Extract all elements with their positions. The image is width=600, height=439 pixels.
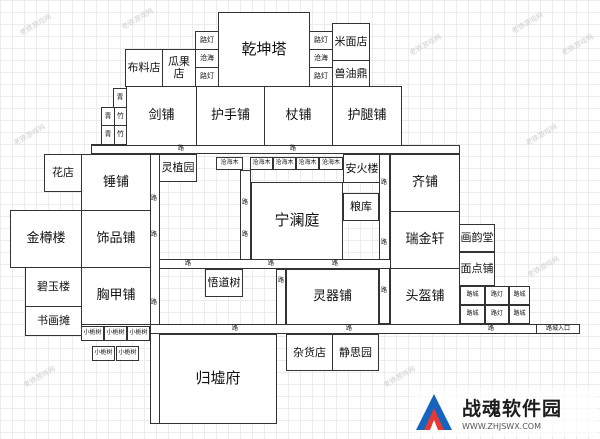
noodle-shop[interactable]: 面点铺 bbox=[459, 252, 495, 286]
road-city-3[interactable]: 路城 bbox=[460, 305, 485, 324]
road-label: 路 bbox=[381, 179, 388, 186]
road-label: 路 bbox=[332, 260, 339, 267]
canghai-tree-4[interactable]: 沧海木 bbox=[296, 157, 319, 170]
grocery[interactable]: 杂货店 bbox=[286, 334, 333, 371]
road-lamp-top-right-2[interactable]: 路灯 bbox=[309, 67, 333, 87]
road-label: 路 bbox=[242, 199, 249, 206]
green-cell-2[interactable]: 青 bbox=[101, 107, 115, 126]
small-tree-1[interactable]: 小栀树 bbox=[81, 326, 104, 341]
wudao-tree[interactable]: 悟道树 bbox=[205, 269, 243, 297]
road-label: 路 bbox=[151, 231, 158, 238]
road-city-4[interactable]: 路城 bbox=[509, 305, 530, 324]
road-south[interactable] bbox=[150, 324, 580, 334]
painting-hall[interactable]: 画韵堂 bbox=[459, 224, 495, 252]
jinzun-building[interactable]: 金樽楼 bbox=[10, 210, 82, 268]
qi-shop[interactable]: 齐铺 bbox=[390, 154, 460, 212]
spirit-garden[interactable]: 灵植园 bbox=[159, 154, 197, 182]
watermark: 老铁游戏网 bbox=[524, 122, 559, 148]
road-label: 路 bbox=[185, 260, 192, 267]
leg-guard-shop[interactable]: 护腿铺 bbox=[332, 86, 402, 146]
road-label: 路 bbox=[346, 325, 353, 332]
watermark: 老铁游戏网 bbox=[408, 32, 443, 58]
road-lamp-top-left[interactable]: 路灯 bbox=[195, 31, 219, 50]
road-label: 路 bbox=[268, 260, 275, 267]
road-lamp-small-1[interactable]: 路灯 bbox=[485, 286, 509, 305]
ruijin-pavilion[interactable]: 瑞金轩 bbox=[390, 211, 460, 269]
road-label: 路 bbox=[381, 239, 388, 246]
green-cell-1[interactable]: 青 bbox=[113, 88, 127, 108]
road-label: 路 bbox=[290, 145, 297, 152]
watermark: 老铁游戏网 bbox=[22, 364, 57, 390]
green-cell-3[interactable]: 青 bbox=[101, 125, 115, 145]
watermark: 老铁游戏网 bbox=[120, 6, 155, 32]
staff-shop[interactable]: 杖铺 bbox=[264, 86, 333, 146]
watermark: 老铁游戏网 bbox=[526, 254, 561, 280]
watermark: 老铁游戏网 bbox=[382, 364, 417, 390]
small-tree-5[interactable]: 小栀树 bbox=[116, 346, 139, 361]
flower-shop[interactable]: 花店 bbox=[44, 154, 82, 192]
road-middle[interactable] bbox=[159, 259, 391, 269]
anhuo-building[interactable]: 安火楼 bbox=[343, 154, 381, 183]
canghai-tree-1[interactable]: 沧海木 bbox=[216, 157, 243, 170]
grain-depot[interactable]: 粮库 bbox=[343, 193, 379, 221]
spirit-tool-shop[interactable]: 灵器铺 bbox=[286, 269, 379, 325]
road-east-vertical[interactable] bbox=[379, 154, 390, 324]
road-center-vertical[interactable] bbox=[240, 170, 251, 260]
canghai-top-left[interactable]: 沧海 bbox=[195, 49, 219, 68]
road-label: 路 bbox=[151, 299, 158, 306]
shouyou-ding[interactable]: 兽油鼎 bbox=[332, 60, 370, 88]
fruit-shop[interactable]: 瓜果店 bbox=[162, 49, 196, 87]
canghai-top-right[interactable]: 沧海 bbox=[309, 49, 333, 68]
road-label: 路 bbox=[278, 277, 285, 284]
book-stall[interactable]: 书画摊 bbox=[25, 306, 82, 336]
road-label: 路 bbox=[488, 325, 495, 332]
cloth-shop[interactable]: 布料店 bbox=[125, 49, 163, 87]
road-lamp-top-right[interactable]: 路灯 bbox=[309, 31, 333, 50]
brand-logo[interactable]: 战魂软件园 WWW.ZHJSWX.COM bbox=[412, 388, 598, 436]
small-tree-2[interactable]: 小栀树 bbox=[104, 326, 127, 341]
canghai-tree-5[interactable]: 沧海木 bbox=[319, 157, 343, 170]
road-label: 路 bbox=[178, 145, 185, 152]
watermark: 老铁游戏网 bbox=[12, 122, 47, 148]
canghai-tree-3[interactable]: 沧海木 bbox=[273, 157, 296, 170]
biyu-building[interactable]: 碧玉楼 bbox=[25, 267, 82, 307]
ningyuan-court[interactable]: 宁澜庭 bbox=[251, 182, 343, 260]
small-tree-4[interactable]: 小栀树 bbox=[92, 346, 115, 361]
sword-shop[interactable]: 剑铺 bbox=[126, 86, 197, 146]
road-label: 路 bbox=[232, 325, 239, 332]
watermark: 老铁游戏网 bbox=[560, 32, 595, 58]
brand-name: 战魂软件园 bbox=[462, 397, 563, 420]
brand-url: WWW.ZHJSWX.COM bbox=[462, 421, 542, 431]
canghai-tree-2[interactable]: 沧海木 bbox=[250, 157, 273, 170]
jewelry-shop[interactable]: 饰品铺 bbox=[81, 210, 151, 268]
mianmian-shop[interactable]: 米面店 bbox=[332, 23, 370, 61]
watermark: 老铁游戏网 bbox=[18, 12, 53, 38]
jingsi-garden[interactable]: 静思园 bbox=[332, 334, 379, 371]
watermark: 老铁游戏网 bbox=[510, 10, 545, 36]
guixu-palace[interactable]: 归墟府 bbox=[159, 334, 277, 424]
brand-logo-icon bbox=[416, 394, 452, 430]
road-label: 路 bbox=[242, 231, 249, 238]
road-city-entry[interactable]: 路城入口 bbox=[536, 324, 580, 334]
hand-guard-shop[interactable]: 护手铺 bbox=[196, 86, 265, 146]
helmet-shop[interactable]: 头盔铺 bbox=[390, 268, 460, 325]
road-label: 路 bbox=[381, 287, 388, 294]
hammer-shop[interactable]: 锤铺 bbox=[81, 154, 151, 211]
road-north[interactable] bbox=[91, 145, 460, 154]
road-lamp-small-2[interactable]: 路灯 bbox=[485, 305, 509, 324]
breastplate-shop[interactable]: 胸甲铺 bbox=[81, 267, 151, 325]
road-city-1[interactable]: 路城 bbox=[460, 286, 485, 305]
qiankun-tower[interactable]: 乾坤塔 bbox=[218, 12, 310, 87]
road-city-2[interactable]: 路城 bbox=[509, 286, 530, 305]
road-label: 路 bbox=[151, 195, 158, 202]
small-tree-3[interactable]: 小栀树 bbox=[127, 326, 150, 341]
road-lamp-top-left-2[interactable]: 路灯 bbox=[195, 67, 219, 87]
